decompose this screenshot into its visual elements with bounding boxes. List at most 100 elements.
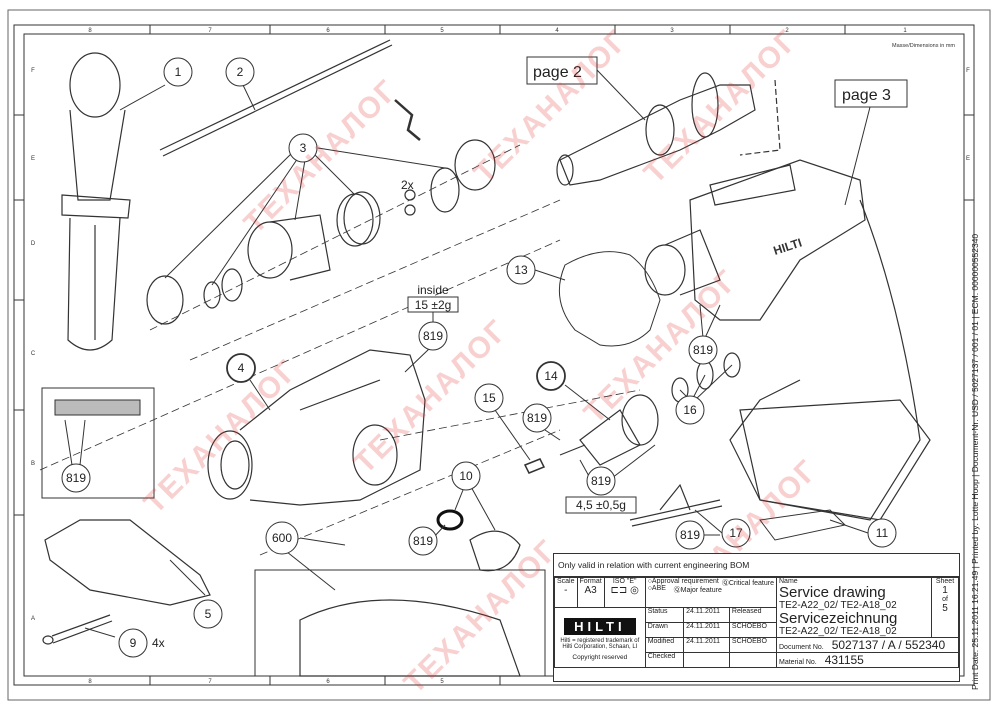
column-labels-top: 8 7 6 5 4 3 2 1 [88, 28, 907, 34]
callout-16 [675, 395, 705, 425]
callout-1 [163, 57, 193, 87]
svg-text:13: 13 [514, 263, 528, 277]
callout-5 [193, 599, 223, 629]
status-label: Status [644, 607, 685, 623]
scale-value: - [564, 585, 568, 596]
document-number: 5027137 / A / 552340 [831, 638, 946, 652]
svg-text:15: 15 [482, 391, 496, 405]
callout-819 [675, 520, 705, 550]
spring-part [523, 458, 546, 474]
abe-label: ABE [651, 585, 666, 592]
checked-label: Checked [644, 652, 685, 668]
gasket-part [558, 251, 661, 347]
callout-819 [61, 463, 91, 493]
name-label: Name [779, 578, 798, 585]
abe-circle-icon: ○ [647, 585, 652, 592]
status-date: 24.11.2011 [683, 607, 730, 623]
callout-10 [451, 461, 481, 491]
svg-text:600: 600 [272, 531, 292, 545]
callout-13 [506, 255, 536, 285]
row-labels-left: F E D C B A [31, 68, 36, 622]
row-labels-right: F E [966, 68, 970, 162]
critical-feature-icon: Ⓠ [721, 580, 729, 587]
callouts: 1 2 3 4 5 9 10 11 13 14 15 16 17 600 819… [61, 57, 897, 658]
approval-circle-icon: ○ [647, 578, 652, 585]
document-label: Document No. [779, 644, 824, 651]
approval-requirement: Approval requirement [651, 578, 719, 585]
lever-part [629, 483, 723, 527]
sheet-of: of [942, 596, 948, 603]
row-label: F [31, 68, 35, 74]
sheet-number: 1 [942, 585, 948, 596]
major-feature-icon: Ⓠ [673, 587, 681, 594]
models-en: TE2-A22_02/ TE2-A18_02 [779, 600, 897, 611]
svg-text:819: 819 [527, 411, 547, 425]
row-label: D [31, 241, 36, 247]
column-label: 2 [785, 28, 789, 34]
drawn-value: SCHOEBO [728, 622, 778, 638]
column-label: 6 [326, 28, 330, 34]
sheet-total: 5 [942, 603, 948, 614]
status-value: Released [728, 607, 778, 623]
callout-4 [226, 353, 256, 383]
modified-value: SCHOEBO [728, 637, 778, 653]
svg-text:819: 819 [680, 528, 700, 542]
critical-feature: Critical feature [728, 580, 774, 587]
material-label: Material No. [779, 659, 817, 666]
title-en: Service drawing [779, 584, 886, 601]
svg-text:14: 14 [544, 369, 558, 383]
hilti-housing-logo: HILTI [772, 236, 804, 258]
motor-housing-part: HILTI [644, 159, 931, 521]
drawing-frame [13, 24, 975, 686]
title-block-table: Scale - Format A3 ISO "E" ⊏⊐ ◎ ○Approval… [554, 577, 959, 668]
validity-note: Only valid in relation with current engi… [554, 554, 959, 577]
column-grid-top [149, 25, 846, 34]
checked-date [683, 652, 730, 668]
bottom-cover-part [44, 519, 211, 606]
outer-frame [7, 9, 991, 701]
spindle-assembly-part [556, 72, 781, 186]
page3-reference: page 3 [842, 87, 891, 104]
drawn-label: Drawn [644, 622, 685, 638]
grease-amount-gear: 4,5 ±0,5g [576, 498, 626, 512]
page-references: page 2 page 3 [526, 56, 908, 206]
material-number: 431155 [824, 653, 864, 667]
column-label: 5 [440, 28, 444, 34]
title-block: Only valid in relation with current engi… [553, 553, 960, 682]
copyright: Copyright reserved [572, 654, 628, 661]
scale-label: Scale [557, 578, 575, 585]
svg-text:7: 7 [208, 679, 212, 685]
column-labels-bottom: 8 7 6 5 [88, 679, 444, 685]
callout-819 [408, 526, 438, 556]
callout-819 [418, 321, 448, 351]
column-label: 1 [903, 28, 907, 34]
quantity-4x: 4x [152, 636, 165, 650]
svg-text:3: 3 [300, 141, 307, 155]
projection-symbol-icon: ⊏⊐ ◎ [610, 585, 639, 596]
column-grid-bottom [149, 676, 501, 685]
page2-box [526, 56, 598, 85]
screw-part [42, 614, 113, 645]
side-handle-part [61, 52, 131, 351]
units-note: Masse/Dimensions in mm [892, 43, 955, 49]
callout-819 [688, 335, 718, 365]
sheet-label: Sheet [935, 578, 955, 585]
row-label: B [31, 461, 35, 467]
column-label: 7 [208, 28, 212, 34]
svg-text:819: 819 [591, 474, 611, 488]
callout-819 [586, 466, 616, 496]
callout-3 [288, 133, 318, 163]
section-hatch [54, 399, 141, 416]
selector-knob-part [469, 530, 521, 572]
intermediate-gear-part [559, 394, 659, 466]
section-detail-inset [41, 387, 155, 499]
print-info: Print Date: 25.11.2011 16:21:49 | Printe… [970, 233, 980, 690]
page3-box [834, 79, 908, 108]
svg-text:F: F [966, 68, 970, 74]
svg-text:11: 11 [876, 526, 889, 540]
svg-text:4: 4 [238, 361, 245, 375]
models-de: TE2-A22_02/ TE2-A18_02 [779, 626, 897, 637]
modified-date: 24.11.2011 [683, 637, 730, 653]
